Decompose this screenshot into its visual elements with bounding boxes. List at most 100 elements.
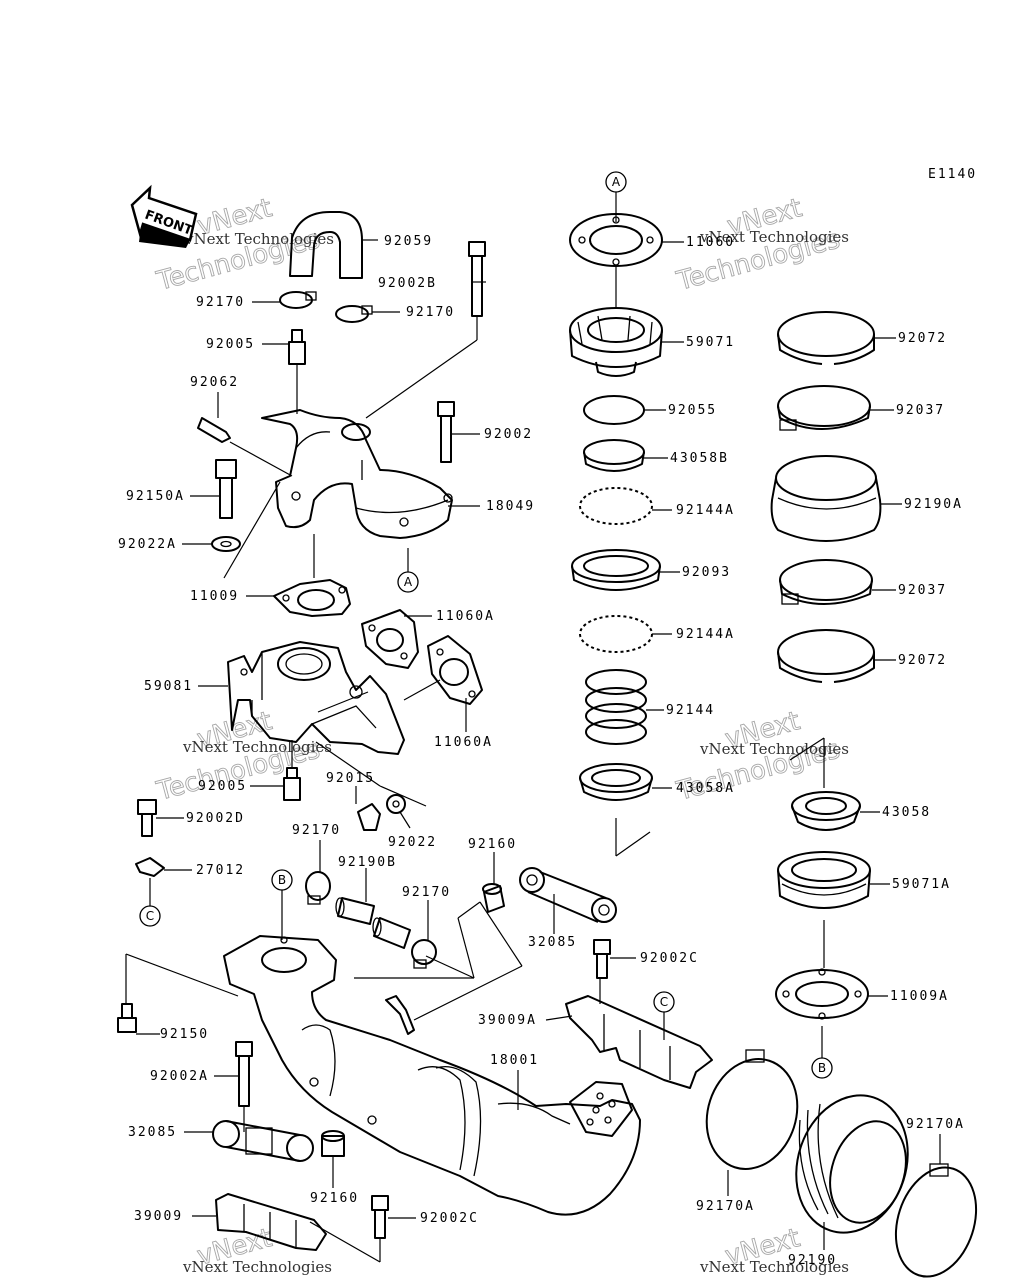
- label-92144A-upper: 92144A: [676, 503, 735, 518]
- svg-text:vNext Technologies: vNext Technologies: [182, 738, 332, 756]
- label-32085-upper: 32085: [528, 935, 577, 950]
- label-92002: 92002: [484, 427, 533, 442]
- label-92150: 92150: [160, 1027, 209, 1042]
- part-92144A-upper: [579, 487, 672, 525]
- svg-text:vNext Technologies: vNext Technologies: [182, 1258, 332, 1276]
- leader-43058-bracket: [789, 737, 825, 788]
- label-92015: 92015: [326, 771, 375, 786]
- label-92022A: 92022A: [118, 537, 177, 552]
- part-92055: [583, 395, 666, 425]
- label-27012: 27012: [196, 863, 245, 878]
- svg-text:A: A: [612, 175, 621, 189]
- label-92144: 92144: [666, 703, 715, 718]
- label-92170A-right: 92170A: [906, 1117, 965, 1132]
- label-92037-lower: 92037: [898, 583, 947, 598]
- part-59071A: [777, 851, 890, 968]
- part-92022: [386, 794, 411, 829]
- label-43058B: 43058B: [670, 451, 729, 466]
- part-11009A: [775, 968, 888, 1020]
- part-92170-mid-a: [305, 840, 331, 905]
- part-11009: [246, 579, 351, 617]
- part-92160-lower: [321, 1130, 345, 1188]
- label-92190B: 92190B: [338, 855, 397, 870]
- part-92170A-right: [894, 1134, 978, 1278]
- label-92037-upper: 92037: [896, 403, 945, 418]
- label-59081: 59081: [144, 679, 193, 694]
- part-92170-a: [252, 291, 317, 309]
- part-92170-b: [335, 305, 400, 323]
- part-92002D: [137, 799, 184, 837]
- svg-text:C: C: [660, 995, 668, 1009]
- label-11060A-upper: 11060A: [436, 609, 495, 624]
- label-92055: 92055: [668, 403, 717, 418]
- label-11060A-lower: 11060A: [434, 735, 493, 750]
- label-92170-a: 92170: [196, 295, 245, 310]
- part-92022A: [182, 536, 241, 552]
- label-92002C-lower: 92002C: [420, 1211, 479, 1226]
- part-32085-lower: [184, 1120, 314, 1162]
- part-92160-upper: [482, 852, 505, 913]
- label-92002A: 92002A: [150, 1069, 209, 1084]
- label-92160-upper: 92160: [468, 837, 517, 852]
- label-92160-lower: 92160: [310, 1191, 359, 1206]
- part-92170A-left: [705, 1049, 799, 1196]
- label-11009A: 11009A: [890, 989, 949, 1004]
- part-92002A: [214, 1041, 253, 1132]
- label-92022: 92022: [388, 835, 437, 850]
- part-92190: [795, 1094, 909, 1250]
- part-59081: [198, 641, 405, 755]
- svg-text:vNext Technologies: vNext Technologies: [699, 228, 849, 246]
- label-92062: 92062: [190, 375, 239, 390]
- part-32085-upper: [519, 867, 617, 934]
- part-43058: [791, 791, 880, 831]
- label-92002B: 92002B: [378, 276, 437, 291]
- label-92150A: 92150A: [126, 489, 185, 504]
- label-92170-mid-a: 92170: [292, 823, 341, 838]
- label-92005-lower: 92005: [198, 779, 247, 794]
- part-92002: [437, 401, 480, 463]
- part-18001: [223, 935, 641, 1216]
- part-92015: [355, 786, 381, 831]
- label-92005-top: 92005: [206, 337, 255, 352]
- part-43058A: [579, 763, 672, 857]
- leader-92022: [379, 785, 427, 807]
- label-18001: 18001: [490, 1053, 539, 1068]
- label-39009: 39009: [134, 1209, 183, 1224]
- part-92005-top: [262, 329, 306, 414]
- label-92170A-left: 92170A: [696, 1199, 755, 1214]
- part-92072-upper: [777, 311, 896, 365]
- label-92190A: 92190A: [904, 497, 963, 512]
- label-92002C-upper: 92002C: [640, 951, 699, 966]
- part-92144: [585, 669, 664, 745]
- leader-92150: [125, 953, 239, 1004]
- part-39009A: [545, 978, 713, 1089]
- svg-text:B: B: [818, 1061, 826, 1075]
- callout-c-right: C: [653, 991, 675, 1040]
- label-32085-lower: 32085: [128, 1125, 177, 1140]
- label-92144A-lower: 92144A: [676, 627, 735, 642]
- leader-11009-a: [223, 481, 281, 579]
- label-92170-mid-b: 92170: [402, 885, 451, 900]
- label-92190: 92190: [788, 1253, 837, 1268]
- label-43058A: 43058A: [676, 781, 735, 796]
- part-11060A-lower: [403, 635, 483, 732]
- svg-text:vNext Technologies: vNext Technologies: [699, 740, 849, 758]
- svg-text:B: B: [278, 873, 286, 887]
- part-11060: [569, 213, 684, 308]
- label-92072-upper: 92072: [898, 331, 947, 346]
- label-92072-lower: 92072: [898, 653, 947, 668]
- callout-b-right: B: [811, 1026, 833, 1079]
- part-92170-mid-b: [411, 900, 437, 969]
- callout-b-left: B: [271, 869, 293, 940]
- label-39009A: 39009A: [478, 1013, 537, 1028]
- part-43058B: [583, 439, 668, 472]
- label-92093: 92093: [682, 565, 731, 580]
- label-11060: 11060: [686, 235, 735, 250]
- part-92150: [117, 1003, 160, 1035]
- svg-text:vNext Technologies: vNext Technologies: [184, 230, 334, 248]
- part-92190B: [335, 868, 411, 949]
- watermark-bottom-right: vNext vNext Technologies: [699, 1223, 849, 1276]
- part-92002C-upper: [593, 939, 636, 979]
